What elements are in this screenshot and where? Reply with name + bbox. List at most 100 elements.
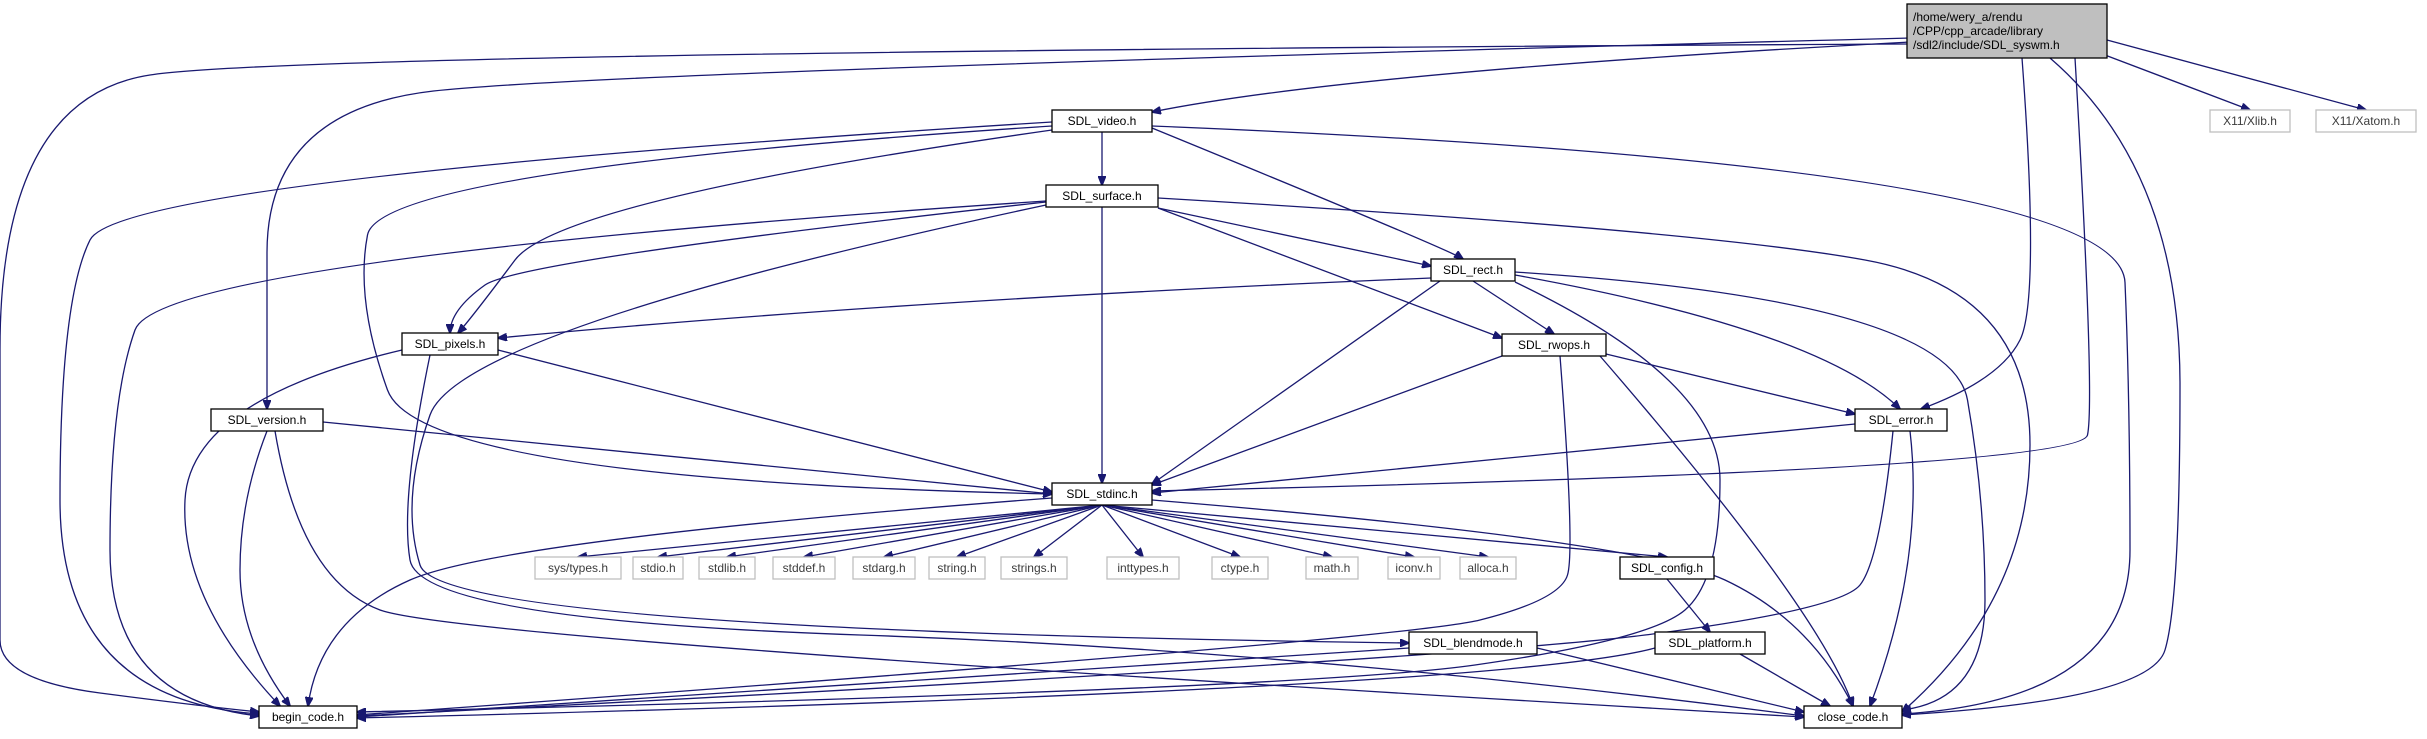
edge-stdinc-to-stdarg — [884, 504, 1103, 557]
node-label: math.h — [1314, 561, 1351, 575]
node-stdlib: stdlib.h — [698, 556, 756, 580]
node-label: SDL_surface.h — [1062, 189, 1141, 203]
edge-stdinc-to-stdio — [658, 504, 1103, 557]
node-box — [772, 556, 836, 580]
edge-rect-to-begin — [357, 281, 1721, 712]
node-box — [1387, 556, 1441, 580]
edge-surface-to-blendmode — [411, 204, 1409, 643]
node-platform[interactable]: SDL_platform.h — [1654, 631, 1766, 655]
edge-root-to-video — [1152, 41, 1911, 112]
node-label: SDL_platform.h — [1668, 636, 1751, 650]
node-box — [534, 556, 622, 580]
node-label: SDL_pixels.h — [415, 337, 486, 351]
node-stdarg: stdarg.h — [852, 556, 916, 580]
edge-stdinc-to-begin — [308, 497, 1053, 706]
edge-rect-to-close — [1514, 271, 1986, 710]
edge-rect-to-pixels — [498, 277, 1432, 338]
node-label: /sdl2/include/SDL_syswm.h — [1913, 38, 2060, 52]
node-box — [1106, 556, 1180, 580]
node-label: SDL_video.h — [1068, 114, 1137, 128]
node-box — [852, 556, 916, 580]
node-strings: strings.h — [1000, 556, 1068, 580]
node-systypes: sys/types.h — [534, 556, 622, 580]
edge-video-to-close — [1151, 125, 2131, 714]
edge-error-to-stdinc — [1152, 423, 1856, 493]
edge-pixels-to-begin — [184, 349, 403, 706]
edge-video-to-begin — [59, 121, 1053, 714]
edge-version-to-stdinc — [322, 421, 1052, 494]
node-box — [698, 556, 756, 580]
node-blendmode[interactable]: SDL_blendmode.h — [1408, 631, 1538, 655]
node-inttypes: inttypes.h — [1106, 556, 1180, 580]
node-label: strings.h — [1011, 561, 1056, 575]
node-label: stdlib.h — [708, 561, 746, 575]
edge-rwops-to-begin — [357, 355, 1571, 715]
node-box — [258, 705, 358, 729]
node-label: SDL_blendmode.h — [1423, 636, 1522, 650]
edge-config-to-platform — [1666, 578, 1710, 632]
edge-stdinc-to-ctype — [1101, 504, 1240, 557]
node-box — [1000, 556, 1068, 580]
edge-surface-to-rwops — [1157, 207, 1502, 338]
edge-rwops-to-stdinc — [1152, 355, 1503, 485]
node-config[interactable]: SDL_config.h — [1619, 556, 1715, 580]
node-rect[interactable]: SDL_rect.h — [1430, 258, 1516, 282]
edge-surface-to-begin — [109, 200, 1047, 716]
node-stdinc[interactable]: SDL_stdinc.h — [1051, 482, 1153, 506]
edge-surface-to-close — [1157, 197, 2031, 712]
edge-rect-to-error — [1514, 274, 1900, 409]
node-begin[interactable]: begin_code.h — [258, 705, 358, 729]
edge-blendmode-to-close — [1536, 647, 1804, 712]
node-box — [1408, 631, 1538, 655]
edge-rect-to-stdinc — [1152, 280, 1441, 484]
node-label: SDL_stdinc.h — [1066, 487, 1137, 501]
edge-version-to-close — [274, 430, 1804, 717]
node-box — [1211, 556, 1269, 580]
node-box — [1051, 109, 1153, 133]
node-root[interactable]: /home/wery_a/rendu/CPP/cpp_arcade/librar… — [1906, 3, 2108, 59]
node-pixels[interactable]: SDL_pixels.h — [401, 332, 499, 356]
edge-blendmode-to-begin — [357, 647, 1410, 717]
node-label: begin_code.h — [272, 710, 344, 724]
edge-error-to-begin — [357, 430, 1894, 716]
edge-stdinc-to-strings — [1034, 504, 1103, 557]
node-video[interactable]: SDL_video.h — [1051, 109, 1153, 133]
edge-root-to-xlib — [2096, 51, 2250, 110]
node-math: math.h — [1305, 556, 1359, 580]
node-xatom: X11/Xatom.h — [2315, 109, 2417, 133]
edge-stdinc-to-alloca — [1101, 504, 1488, 557]
edge-stdinc-to-config — [1101, 504, 1667, 557]
edge-root-to-error — [1921, 57, 2032, 409]
node-box — [1501, 333, 1607, 357]
edge-video-to-stdinc — [363, 125, 1052, 494]
node-label: stdarg.h — [862, 561, 905, 575]
node-rwops[interactable]: SDL_rwops.h — [1501, 333, 1607, 357]
edge-pixels-to-stdinc — [497, 349, 1052, 492]
edge-root-to-begin — [0, 43, 1911, 712]
node-label: stdio.h — [640, 561, 675, 575]
node-label: alloca.h — [1467, 561, 1508, 575]
node-alloca: alloca.h — [1459, 556, 1517, 580]
node-stddef: stddef.h — [772, 556, 836, 580]
node-surface[interactable]: SDL_surface.h — [1045, 184, 1159, 208]
node-label: stddef.h — [783, 561, 826, 575]
node-version[interactable]: SDL_version.h — [210, 408, 324, 432]
node-xlib: X11/Xlib.h — [2209, 109, 2291, 133]
node-error[interactable]: SDL_error.h — [1854, 408, 1948, 432]
node-label: SDL_config.h — [1631, 561, 1703, 575]
edge-error-to-close — [1870, 430, 1914, 706]
node-box — [1854, 408, 1948, 432]
node-box — [2315, 109, 2417, 133]
node-box — [1654, 631, 1766, 655]
node-label: close_code.h — [1818, 710, 1889, 724]
node-label: string.h — [937, 561, 976, 575]
node-box — [401, 332, 499, 356]
node-box — [1045, 184, 1159, 208]
node-box — [1619, 556, 1715, 580]
node-close[interactable]: close_code.h — [1803, 705, 1903, 729]
edge-surface-to-pixels — [450, 201, 1047, 333]
node-stdio: stdio.h — [632, 556, 684, 580]
edge-rect-to-rwops — [1472, 280, 1554, 334]
edge-root-to-stdinc — [1152, 57, 2091, 491]
